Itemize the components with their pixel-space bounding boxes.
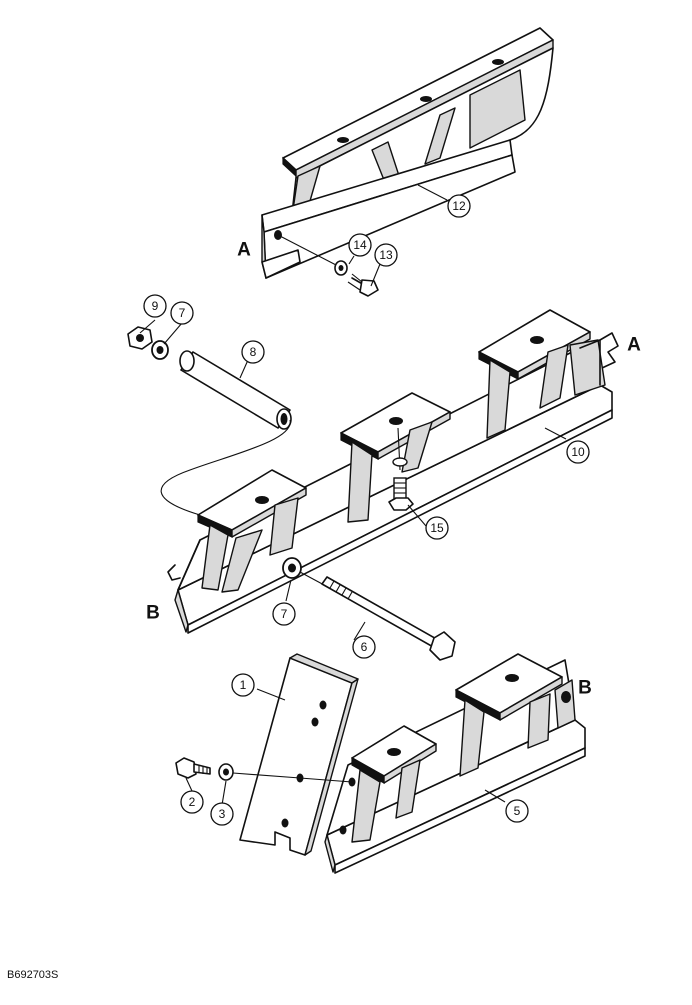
washer-3 xyxy=(218,763,301,781)
svg-text:6: 6 xyxy=(361,640,368,654)
washer-7-lower xyxy=(282,557,302,579)
callout-6: 6 xyxy=(352,635,376,659)
callout-13: 13 xyxy=(374,243,398,267)
svg-text:10: 10 xyxy=(571,445,585,459)
spacer-tube-8 xyxy=(160,350,292,516)
figure-code: B692703S xyxy=(7,969,58,981)
callout-1: 1 xyxy=(231,673,255,697)
part-10-middle-guard xyxy=(167,309,619,634)
svg-text:7: 7 xyxy=(179,306,186,320)
ref-letter-b-left: B xyxy=(146,603,160,624)
callout-15: 15 xyxy=(425,516,449,540)
washer-14 xyxy=(277,234,348,276)
nut-9 xyxy=(127,326,153,350)
callout-7-lower: 7 xyxy=(272,602,296,626)
svg-text:13: 13 xyxy=(379,248,393,262)
svg-text:12: 12 xyxy=(452,199,466,213)
svg-text:14: 14 xyxy=(353,238,367,252)
callout-12: 12 xyxy=(447,194,471,218)
bolt-2 xyxy=(175,757,211,779)
callout-5: 5 xyxy=(505,799,529,823)
svg-text:15: 15 xyxy=(430,521,444,535)
ref-letter-a-top: A xyxy=(237,240,251,261)
svg-text:8: 8 xyxy=(250,345,257,359)
ref-letter-a-right: A xyxy=(627,335,641,356)
bolt-13 xyxy=(347,273,379,297)
part-5-lower-guard xyxy=(324,653,586,874)
ref-letter-b-right: B xyxy=(578,678,592,699)
part-12-upper-guard xyxy=(261,27,554,279)
callout-8: 8 xyxy=(241,340,265,364)
bolt-15 xyxy=(388,427,414,511)
svg-text:3: 3 xyxy=(219,807,226,821)
callout-3: 3 xyxy=(210,802,234,826)
long-bolt-6 xyxy=(299,571,456,661)
svg-text:5: 5 xyxy=(514,804,521,818)
callout-7-upper: 7 xyxy=(170,301,194,325)
callout-9: 9 xyxy=(143,294,167,318)
callout-14: 14 xyxy=(348,233,372,257)
svg-text:1: 1 xyxy=(240,678,247,692)
svg-text:7: 7 xyxy=(281,607,288,621)
callout-10: 10 xyxy=(566,440,590,464)
svg-text:2: 2 xyxy=(189,795,196,809)
leader-lines xyxy=(139,184,567,806)
washer-7-upper xyxy=(151,340,169,360)
splice-plate-1 xyxy=(239,653,359,856)
callout-2: 2 xyxy=(180,790,204,814)
svg-text:9: 9 xyxy=(152,299,159,313)
